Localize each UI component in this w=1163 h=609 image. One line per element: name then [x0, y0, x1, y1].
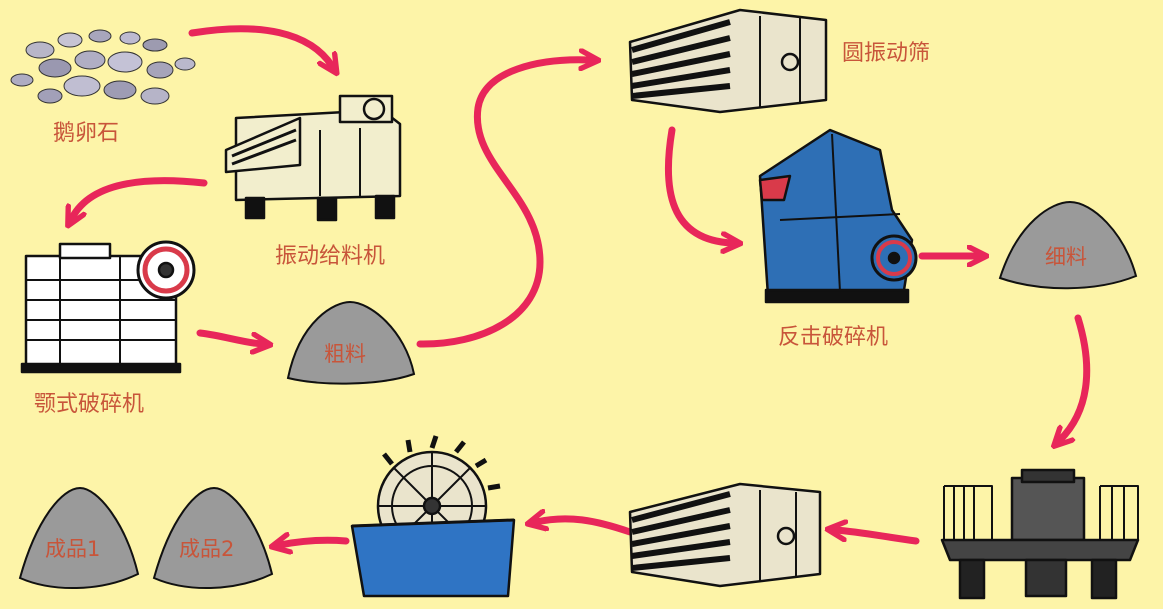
arrow-feeder-to-jaw — [72, 177, 208, 218]
label-product-2: 成品2 — [179, 537, 234, 561]
arrow-washer-to-product2 — [280, 540, 350, 545]
vibrating-feeder-icon — [224, 94, 402, 222]
label-product-1: 成品1 — [45, 537, 100, 561]
stockpile-icon — [998, 200, 1138, 290]
label-impact-crusher: 反击破碎机 — [778, 325, 888, 350]
label-coarse: 粗料 — [324, 342, 366, 366]
fine-pile: 细料 — [998, 200, 1138, 290]
label-circular-screen: 圆振动筛 — [842, 41, 930, 66]
arrow-coarse-to-screen — [416, 60, 590, 348]
vsi-sand-maker-icon — [940, 468, 1140, 600]
wheel-sand-washer-icon — [350, 435, 516, 598]
arrow-pebbles-to-feeder — [188, 25, 332, 66]
impact-crusher-icon — [758, 128, 918, 304]
arrow-screen2-to-washer — [536, 519, 634, 536]
stockpile-icon — [152, 486, 274, 589]
product-2-pile: 成品2 — [152, 486, 274, 589]
product-1-pile: 成品1 — [18, 486, 140, 589]
coarse-pile: 粗料 — [286, 300, 416, 385]
arrow-sandmaker-to-screen2 — [836, 530, 920, 545]
label-fine: 细料 — [1045, 245, 1087, 269]
arrow-screen-to-impact — [664, 126, 732, 243]
arrow-jaw-to-coarse — [196, 329, 262, 344]
pebbles-icon — [10, 29, 196, 105]
stockpile-icon — [18, 486, 140, 589]
label-jaw-crusher: 颚式破碎机 — [34, 392, 144, 417]
vibrating-screen-icon — [628, 8, 828, 114]
stockpile-icon — [286, 300, 416, 385]
flow-arrows — [72, 25, 1091, 545]
label-pebbles: 鹅卵石 — [53, 121, 119, 146]
vibrating-screen-icon — [628, 482, 822, 588]
arrow-fine-to-sandmaker — [1060, 314, 1091, 440]
label-vibrating-feeder: 振动给料机 — [275, 244, 385, 269]
jaw-crusher-icon — [20, 240, 196, 374]
